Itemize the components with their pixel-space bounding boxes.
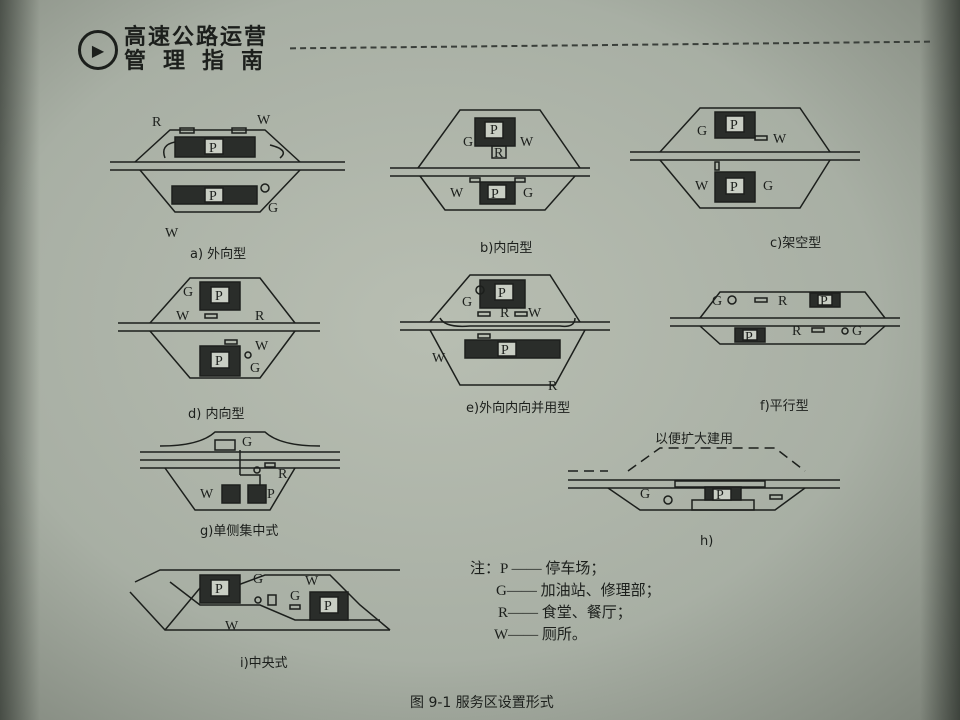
caption-g: g)单侧集中式 [200, 523, 278, 539]
label-p: P [215, 289, 223, 304]
label-p: P [730, 180, 738, 195]
label-w: W [695, 179, 709, 194]
label-w: W [450, 186, 464, 201]
label-p: P [215, 582, 223, 597]
label-w: W [305, 574, 319, 589]
legend-desc: 食堂、餐厅； [541, 605, 632, 621]
legend-key: P [500, 561, 508, 577]
label-w: W [432, 351, 446, 366]
legend-desc: 加油站、修理部； [540, 583, 661, 599]
label-w: W [225, 619, 239, 634]
label-w: W [200, 487, 214, 502]
label-r: R [548, 379, 558, 394]
label-p: P [745, 330, 753, 345]
legend-key: W [494, 627, 509, 643]
diagram-c: G W P P W G c)架空型 [630, 107, 860, 251]
label-r: R [494, 146, 504, 161]
expansion-note: 以便扩大建用 [655, 432, 733, 447]
diagram-f: G R P P R G f)平行型 [670, 291, 900, 414]
label-g: G [852, 324, 862, 339]
legend-item-p: 注：P —— 停车场； [470, 561, 606, 577]
label-w: W [773, 132, 787, 147]
label-p: P [267, 487, 275, 502]
caption-a: a) 外向型 [190, 246, 246, 262]
label-r: R [778, 294, 788, 309]
caption-f: f)平行型 [760, 399, 809, 414]
label-p: P [324, 599, 332, 614]
label-g: G [523, 186, 533, 201]
label-p: P [716, 488, 724, 503]
legend-note: 注：P —— 停车场； G—— 加油站、修理部； R—— 食堂、餐厅； W—— … [470, 558, 661, 646]
label-g: G [183, 285, 193, 300]
play-circle-icon: ▶ [78, 30, 118, 70]
caption-h: h) [700, 534, 713, 549]
diagram-e: G R W P P W R e)外向内向并用型 [400, 274, 610, 416]
diagram-g: G W R P g)单侧集中式 [140, 431, 340, 539]
label-w: W [176, 309, 190, 324]
label-p: P [501, 343, 509, 358]
label-p: P [491, 187, 499, 202]
legend-item-g: G—— 加油站、修理部； [496, 583, 661, 599]
label-g: G [290, 589, 300, 604]
header-title-line2: 管理指南 [124, 49, 281, 74]
caption-d: d) 内向型 [188, 406, 244, 422]
legend-item-r: R—— 食堂、餐厅； [498, 605, 632, 621]
label-g: G [763, 179, 773, 194]
label-w: W [528, 306, 542, 321]
label-g: G [253, 572, 263, 587]
label-p: P [209, 189, 217, 204]
label-g: G [697, 124, 707, 139]
caption-e: e)外向内向并用型 [466, 400, 570, 416]
label-w: W [520, 135, 534, 150]
label-p: P [820, 294, 828, 309]
diagram-d: G W R P P W G d) 内向型 [118, 277, 320, 422]
figure-caption: 图 9-1 服务区设置形式 [410, 695, 554, 711]
label-p: P [730, 118, 738, 133]
caption-b: b)内向型 [480, 240, 532, 256]
label-g: G [250, 361, 260, 376]
diagram-a: R W P P G W a) 外向型 [110, 113, 345, 262]
label-w: W [165, 226, 179, 241]
legend-desc: 厕所。 [541, 627, 587, 643]
diagram-h: 以便扩大建用 G P h) [568, 432, 840, 549]
label-g: G [242, 435, 252, 450]
label-w: W [255, 339, 269, 354]
label-g: G [712, 294, 722, 309]
label-g: G [268, 201, 278, 216]
label-r: R [152, 115, 162, 130]
label-p: P [209, 141, 217, 156]
header-title-line1: 高速公路运营 [124, 25, 269, 50]
legend-key: R [498, 605, 509, 621]
legend-desc: 停车场； [545, 561, 606, 577]
label-w: W [257, 113, 271, 128]
diagram-i: G W G P P W i)中央式 [129, 569, 400, 671]
label-r: R [792, 324, 802, 339]
label-r: R [278, 467, 288, 482]
label-p: P [215, 354, 223, 369]
legend-item-w: W—— 厕所。 [494, 627, 587, 643]
label-g: G [462, 295, 472, 310]
legend-prefix: 注： [470, 561, 501, 577]
label-p: P [498, 286, 506, 301]
label-r: R [500, 306, 510, 321]
label-g: G [640, 487, 650, 502]
legend-key: G [496, 583, 507, 599]
caption-i: i)中央式 [240, 656, 288, 671]
book-header: ▶ 高速公路运营管理指南 [78, 26, 280, 74]
label-g: G [463, 135, 473, 150]
caption-c: c)架空型 [770, 236, 821, 251]
diagram-b: G W R P P W G b)内向型 [390, 109, 590, 256]
label-p: P [490, 123, 498, 138]
label-r: R [255, 309, 265, 324]
